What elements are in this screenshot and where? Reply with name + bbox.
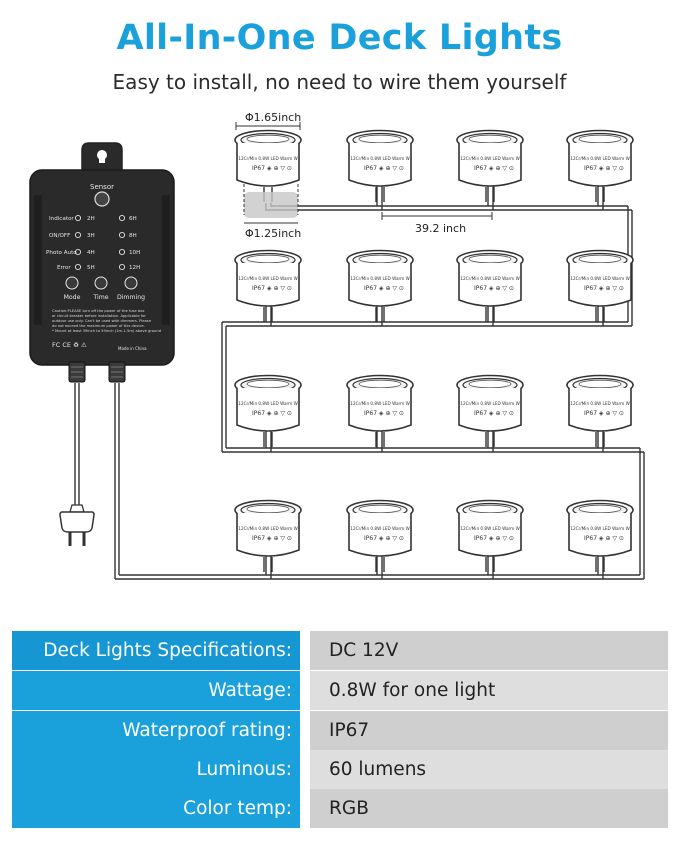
timer-3h: 3H — [87, 233, 95, 239]
timer-6h: 6H — [129, 216, 137, 222]
spec-row-color-temp: Color temp: RGB — [12, 789, 668, 828]
svg-text:or circuit breaker before inst: or circuit breaker before installation. … — [52, 314, 146, 318]
error-label: Error — [57, 265, 71, 271]
timer-5h: 5H — [87, 265, 95, 271]
spec-row-specifications: Deck Lights Specifications: DC 12V — [12, 631, 668, 670]
time-label: Time — [92, 294, 108, 301]
controller-buttons: Mode Time Dimming — [64, 276, 145, 301]
spec-label: Waterproof rating: — [12, 711, 300, 750]
caution-text: Caution:PLEASE turn off the power of the… — [52, 309, 161, 333]
dim-top-label: Φ1.65inch — [245, 111, 301, 124]
dimming-label: Dimming — [117, 294, 145, 301]
made-in-label: Made in China — [118, 346, 147, 351]
mode-button[interactable] — [65, 276, 79, 290]
dim-spacing-label: 39.2 inch — [415, 222, 466, 235]
spec-divider — [300, 711, 310, 750]
dim-bottom-label: Φ1.25inch — [245, 227, 301, 240]
timer-12h: 12H — [129, 265, 140, 271]
mode-label: Mode — [64, 294, 81, 301]
timer-8h: 8H — [129, 233, 137, 239]
spec-row-wattage: Wattage: 0.8W for one light — [12, 671, 668, 710]
power-plug-icon — [59, 504, 95, 546]
spec-label: Luminous: — [12, 750, 300, 789]
onoff-label: ON/OFF — [49, 233, 70, 239]
dimension-top-diameter: Φ1.65inch — [235, 111, 301, 130]
svg-text:outdoor use only. Can't be use: outdoor use only. Can't be used with dim… — [52, 319, 152, 323]
spec-label: Deck Lights Specifications: — [12, 631, 300, 670]
spec-label: Wattage: — [12, 671, 300, 710]
dimension-bottom-diameter: Φ1.25inch — [244, 222, 301, 240]
photoauto-label: Photo Auto — [46, 250, 77, 256]
wiring — [74, 183, 645, 580]
cert-marks: FC CE ♻ ⚠ — [52, 341, 87, 349]
spec-divider — [300, 671, 310, 710]
svg-text:do not exceed the maximum powe: do not exceed the maximum power of this … — [52, 324, 145, 328]
sensor-label: Sensor — [90, 183, 114, 191]
page-title: All-In-One Deck Lights — [116, 18, 563, 58]
sensor-icon — [94, 191, 110, 207]
specs-table: Deck Lights Specifications: DC 12V Watta… — [12, 631, 668, 828]
svg-text:* Mount at least 39inch to 59i: * Mount at least 39inch to 59inch (1m-1.… — [52, 329, 161, 333]
spec-value: DC 12V — [310, 631, 668, 670]
indicator-label: Indicator — [49, 216, 74, 222]
svg-text:Caution:PLEASE turn off the po: Caution:PLEASE turn off the power of the… — [52, 309, 145, 313]
spec-row-luminous: Luminous: 60 lumens — [12, 750, 668, 789]
spec-row-waterproof: Waterproof rating: IP67 — [12, 711, 668, 750]
timer-10h: 10H — [129, 250, 140, 256]
spec-value: 60 lumens — [310, 750, 668, 789]
controller-box: Sensor Indicator ON/OFF Photo Auto Error… — [29, 142, 175, 383]
spec-divider — [300, 750, 310, 789]
time-button[interactable] — [94, 276, 108, 290]
installation-diagram: 12Cr/Min 0.8W LED Warm W IP67 ◈ ⊕ ▽ ⊙ — [29, 111, 645, 580]
spec-value: 0.8W for one light — [310, 671, 668, 710]
timer-4h: 4H — [87, 250, 95, 256]
spec-label: Color temp: — [12, 789, 300, 828]
spec-divider — [300, 789, 310, 828]
dimming-button[interactable] — [124, 276, 138, 290]
page-subtitle: Easy to install, no need to wire them yo… — [112, 70, 567, 94]
timer-2h: 2H — [87, 216, 95, 222]
spec-divider — [300, 631, 310, 670]
cutout-shadow — [244, 192, 298, 218]
spec-value: IP67 — [310, 711, 668, 750]
dimension-spacing: 39.2 inch — [381, 212, 493, 235]
spec-value: RGB — [310, 789, 668, 828]
